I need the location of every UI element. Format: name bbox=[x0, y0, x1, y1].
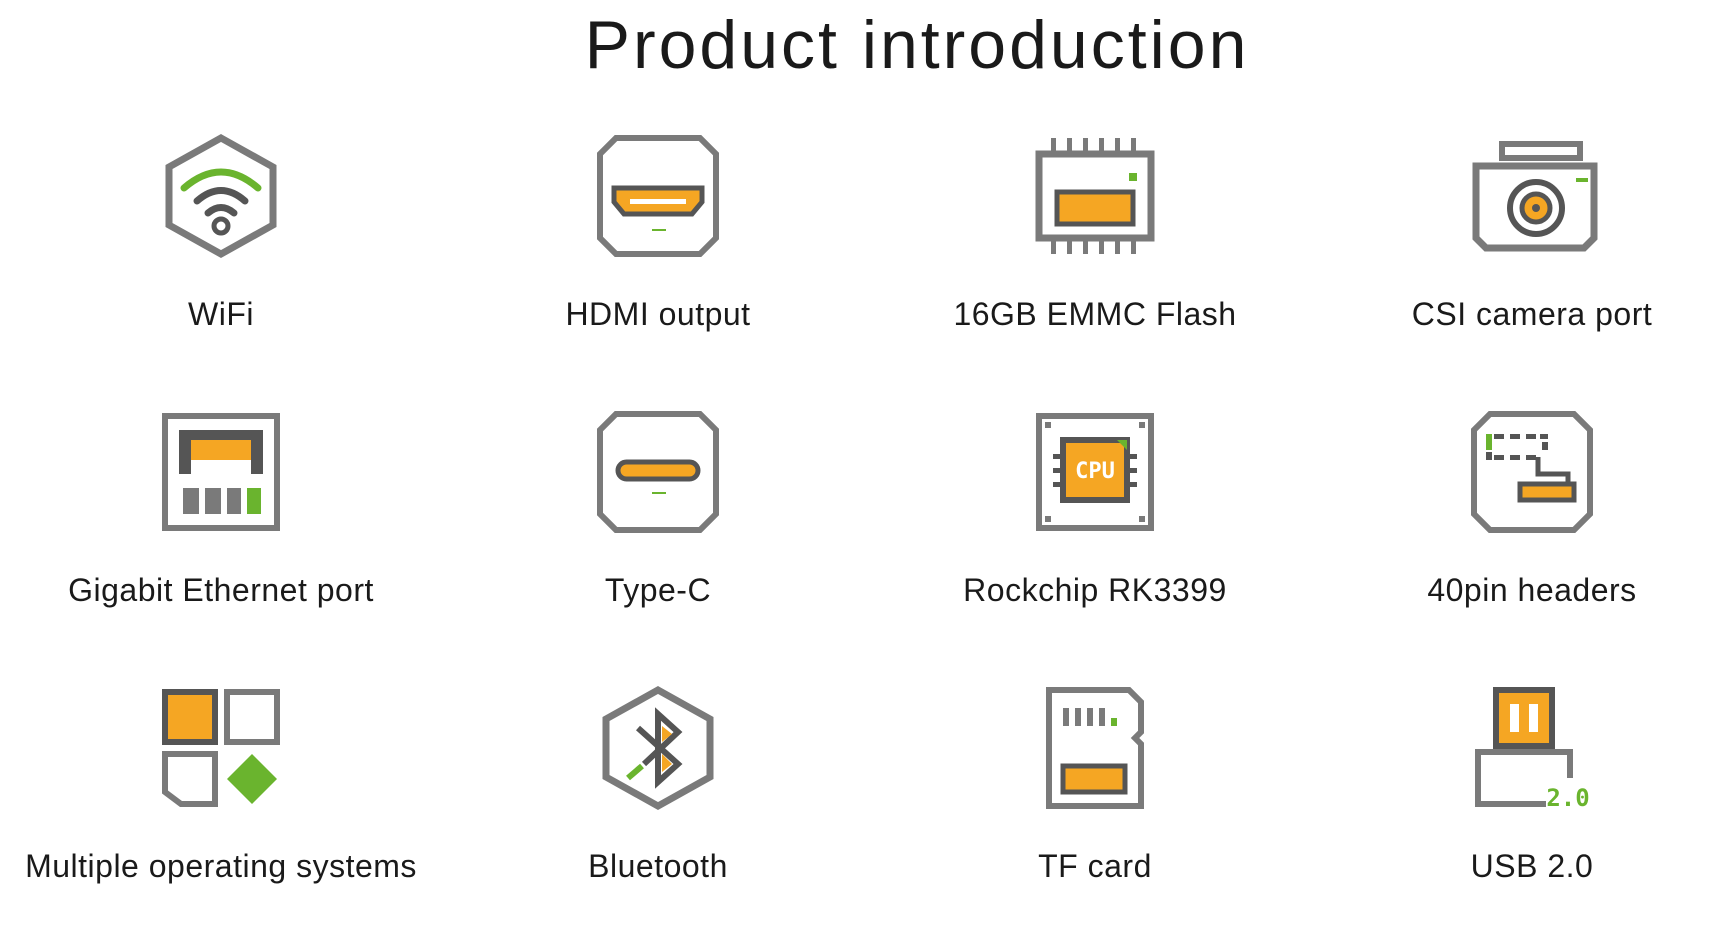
cpu-chip-icon: CPU bbox=[1036, 413, 1154, 531]
feature-label: WiFi bbox=[188, 296, 254, 332]
svg-text:2.0: 2.0 bbox=[1546, 784, 1589, 812]
feature-gigabit-ethernet: Gigabit Ethernet port bbox=[3, 412, 439, 652]
feature-label: Bluetooth bbox=[588, 848, 728, 884]
flash-chip-icon bbox=[1035, 138, 1155, 254]
operating-systems-icon bbox=[162, 689, 280, 807]
feature-wifi: WiFi bbox=[3, 133, 439, 376]
feature-tf-card: TF card bbox=[877, 687, 1313, 928]
feature-label: 16GB EMMC Flash bbox=[953, 296, 1237, 332]
wifi-icon bbox=[165, 133, 277, 259]
hdmi-port-icon bbox=[597, 135, 719, 257]
feature-usb-2-0: 2.0 USB 2.0 bbox=[1314, 687, 1710, 928]
feature-rockchip-rk3399: CPU Rockchip RK3399 bbox=[877, 412, 1313, 652]
usb-type-c-icon bbox=[597, 411, 719, 533]
feature-multiple-os: Multiple operating systems bbox=[3, 688, 439, 928]
pin-header-icon bbox=[1471, 411, 1593, 533]
feature-emmc-flash: 16GB EMMC Flash bbox=[877, 136, 1313, 376]
feature-label: Rockchip RK3399 bbox=[963, 572, 1227, 608]
feature-label: Type-C bbox=[604, 572, 712, 608]
usb-icon: 2.0 bbox=[1475, 687, 1590, 812]
feature-label: HDMI output bbox=[565, 296, 751, 332]
feature-label: 40pin headers bbox=[1427, 572, 1637, 608]
feature-label: CSI camera port bbox=[1411, 296, 1653, 332]
feature-csi-camera-port: CSI camera port bbox=[1314, 136, 1710, 376]
feature-label: TF card bbox=[1038, 848, 1152, 884]
feature-label: Gigabit Ethernet port bbox=[68, 572, 374, 608]
feature-hdmi-output: HDMI output bbox=[440, 135, 876, 376]
camera-icon bbox=[1472, 141, 1598, 252]
ethernet-port-icon bbox=[162, 413, 280, 531]
page-title: Product introduction bbox=[584, 7, 1250, 83]
bluetooth-icon bbox=[602, 685, 714, 811]
feature-40pin-headers: 40pin headers bbox=[1314, 411, 1710, 652]
feature-bluetooth: Bluetooth bbox=[440, 685, 876, 928]
feature-label: Multiple operating systems bbox=[25, 848, 417, 884]
svg-text:CPU: CPU bbox=[1075, 459, 1115, 484]
feature-type-c: Type-C bbox=[440, 411, 876, 652]
tf-card-icon bbox=[1046, 687, 1144, 809]
feature-label: USB 2.0 bbox=[1470, 848, 1594, 884]
